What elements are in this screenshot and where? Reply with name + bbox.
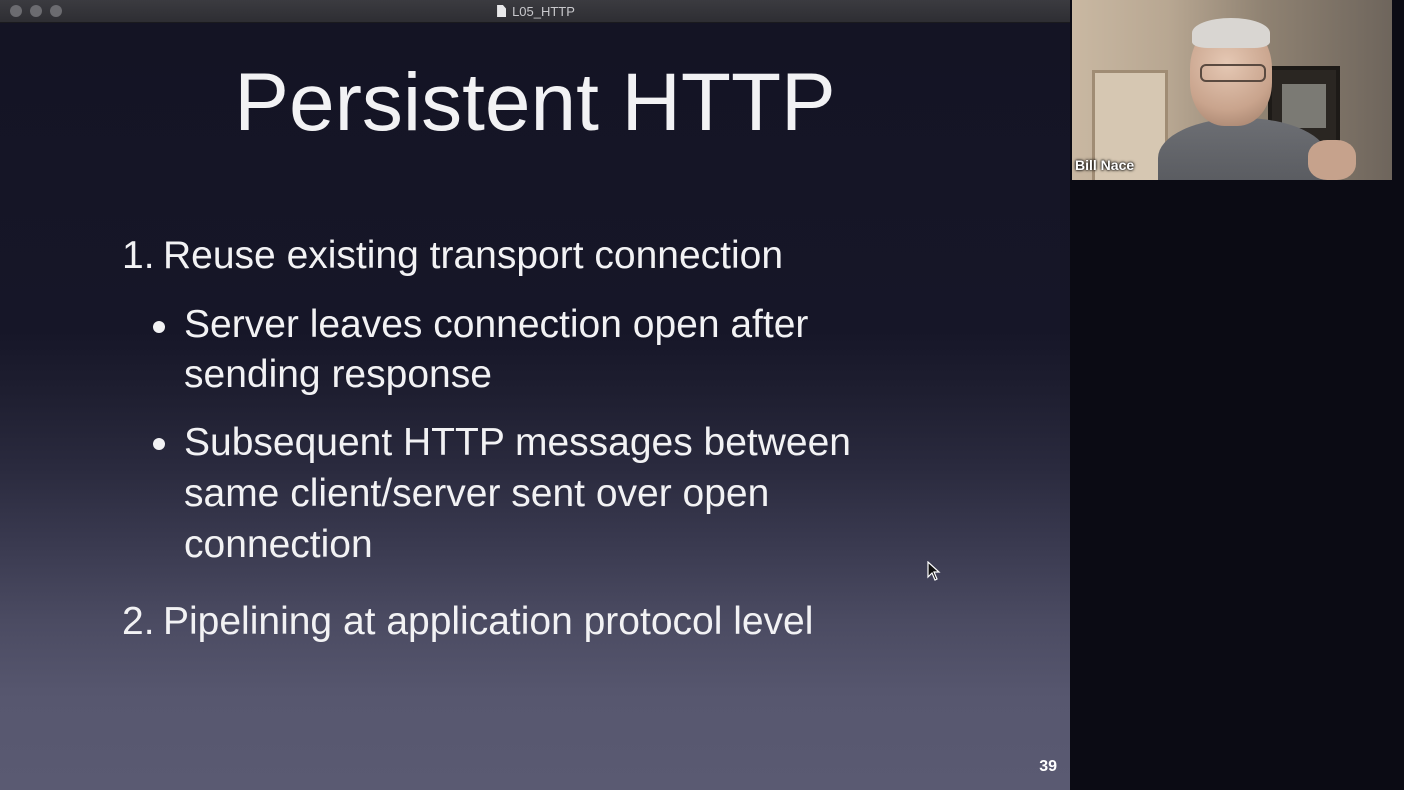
sub-item-2-line-3: connection bbox=[184, 523, 373, 566]
window-titlebar[interactable]: L05_HTTP bbox=[0, 0, 1072, 23]
sub-item-1-line-1: Server leaves connection open after bbox=[184, 303, 809, 346]
bullet-icon bbox=[153, 438, 165, 450]
sub-item-2-line-1: Subsequent HTTP messages between bbox=[184, 421, 851, 464]
presentation-slide[interactable]: Persistent HTTP 1. Reuse existing transp… bbox=[0, 23, 1070, 790]
list-item-1-text: Reuse existing transport connection bbox=[163, 234, 784, 277]
list-number-2: 2. bbox=[122, 600, 155, 643]
close-window-button[interactable] bbox=[10, 5, 22, 17]
video-person-body bbox=[1158, 118, 1328, 180]
bullet-icon bbox=[153, 321, 165, 333]
minimize-window-button[interactable] bbox=[30, 5, 42, 17]
document-icon bbox=[497, 5, 507, 17]
slide-number: 39 bbox=[1039, 758, 1057, 775]
sub-item-2-line-2: same client/server sent over open bbox=[184, 472, 770, 515]
video-person-glasses bbox=[1200, 64, 1266, 82]
slide-title: Persistent HTTP bbox=[234, 57, 836, 148]
video-picture bbox=[1282, 84, 1326, 128]
maximize-window-button[interactable] bbox=[50, 5, 62, 17]
video-person-hand bbox=[1308, 140, 1356, 180]
list-number-1: 1. bbox=[122, 234, 155, 277]
mouse-pointer-icon bbox=[927, 561, 941, 581]
participant-name-label: Bill Nace bbox=[1075, 157, 1135, 173]
video-person-hair bbox=[1192, 18, 1270, 48]
window-title-group: L05_HTTP bbox=[0, 0, 1072, 22]
video-door bbox=[1092, 70, 1168, 180]
window-title: L05_HTTP bbox=[512, 3, 575, 19]
list-item-2-text: Pipelining at application protocol level bbox=[163, 600, 814, 643]
sub-item-1-line-2: sending response bbox=[184, 353, 492, 396]
participant-video-tile[interactable] bbox=[1072, 0, 1392, 180]
